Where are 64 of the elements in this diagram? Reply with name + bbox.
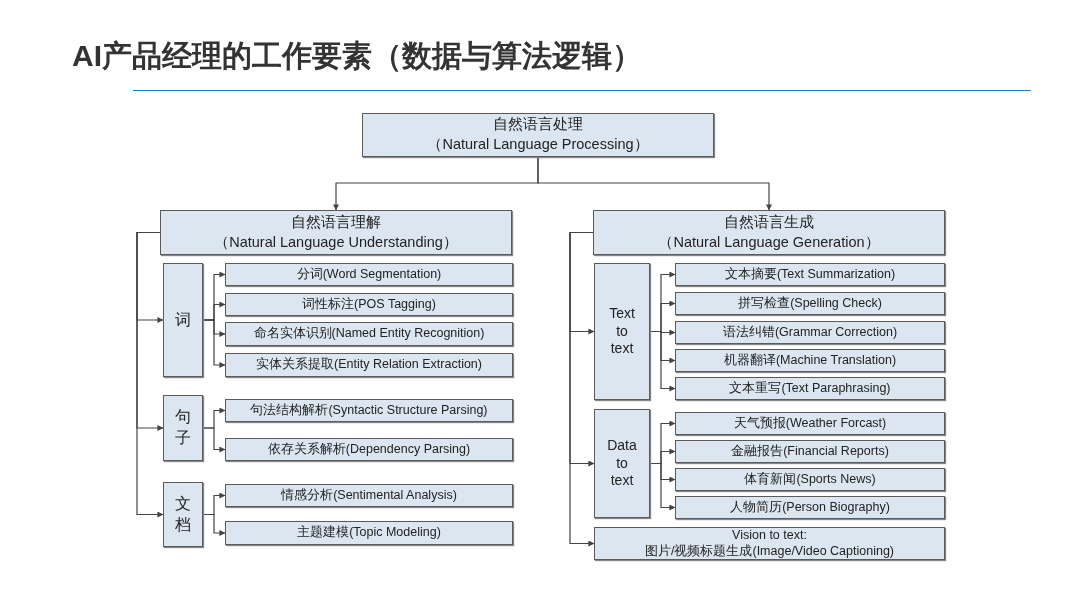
box-label: 命名实体识别(Named Entity Recognition)	[253, 326, 485, 342]
group-box	[163, 482, 203, 547]
box-label: （Natural Language Understanding）	[214, 232, 458, 252]
box-label: 句法结构解析(Syntactic Structure Parsing)	[250, 402, 488, 419]
box-label: 体育新闻(Sports News)	[744, 471, 876, 488]
box-label: Data to text	[606, 437, 638, 490]
arrow	[136, 231, 164, 518]
group-box	[163, 395, 203, 461]
arrow	[202, 427, 226, 453]
group-box	[163, 263, 203, 377]
task-box	[675, 468, 945, 491]
task-box	[675, 377, 945, 400]
box-label: Text to text	[608, 305, 636, 358]
task-box	[225, 484, 513, 507]
arrow	[202, 319, 226, 368]
box-label: 语法纠错(Grammar Correction)	[722, 324, 898, 341]
task-box	[675, 440, 945, 463]
group-box	[594, 263, 650, 400]
box-label: 文档	[175, 493, 191, 535]
task-box	[675, 496, 945, 519]
task-box	[225, 263, 513, 286]
box-label: 实体关系提取(Entity Relation Extraction)	[256, 357, 482, 373]
task-box	[225, 353, 513, 377]
arrow	[202, 513, 226, 536]
task-box	[225, 322, 513, 346]
box-label: 拼写检查(Spelling Check)	[738, 295, 882, 312]
group-box	[594, 409, 650, 518]
box-heading: Vision to text:	[732, 527, 807, 544]
task-box	[225, 438, 513, 461]
slide-title: AI产品经理的工作要素（数据与算法逻辑）	[72, 38, 642, 74]
task-box	[675, 321, 945, 344]
task-box	[225, 521, 513, 545]
category-box	[160, 210, 512, 255]
box-label: 天气预报(Weather Forcast)	[733, 415, 887, 432]
category-box	[593, 210, 945, 255]
box-label: （Natural Language Generation）	[658, 232, 880, 252]
arrow	[649, 462, 676, 511]
task-box	[225, 399, 513, 422]
box-heading: 自然语言处理	[493, 115, 583, 135]
task-box	[675, 292, 945, 315]
box-heading: 自然语言理解	[291, 212, 381, 232]
box-label: 依存关系解析(Dependency Parsing)	[267, 441, 471, 458]
arrow	[569, 231, 595, 547]
task-box	[675, 412, 945, 435]
box-label: 图片/视频标题生成(Image/Video Captioning)	[645, 543, 894, 560]
task-box	[594, 527, 945, 560]
box-label: 情感分析(Sentimental Analysis)	[281, 487, 457, 504]
box-label: 主题建模(Topic Modeling)	[297, 525, 441, 541]
box-label: 词性标注(POS Tagging)	[302, 296, 436, 313]
box-label: 金融报告(Financial Reports)	[731, 443, 889, 460]
box-label: 词	[175, 309, 191, 330]
box-label: 句子	[175, 407, 191, 448]
box-label: （Natural Language Processing）	[427, 135, 649, 154]
task-box	[675, 349, 945, 372]
box-heading: 自然语言生成	[724, 212, 814, 232]
task-box	[225, 293, 513, 316]
box-label: 文本重写(Text Paraphrasing)	[729, 380, 891, 397]
arrow	[537, 156, 772, 211]
box-label: 人物简历(Person Biography)	[730, 499, 890, 516]
task-box	[675, 263, 945, 286]
category-box	[362, 113, 714, 157]
box-label: 文本摘要(Text Summarization)	[724, 266, 896, 283]
box-label: 机器翻译(Machine Translation)	[723, 352, 897, 369]
box-label: 分词(Word Segmentation)	[296, 266, 442, 283]
